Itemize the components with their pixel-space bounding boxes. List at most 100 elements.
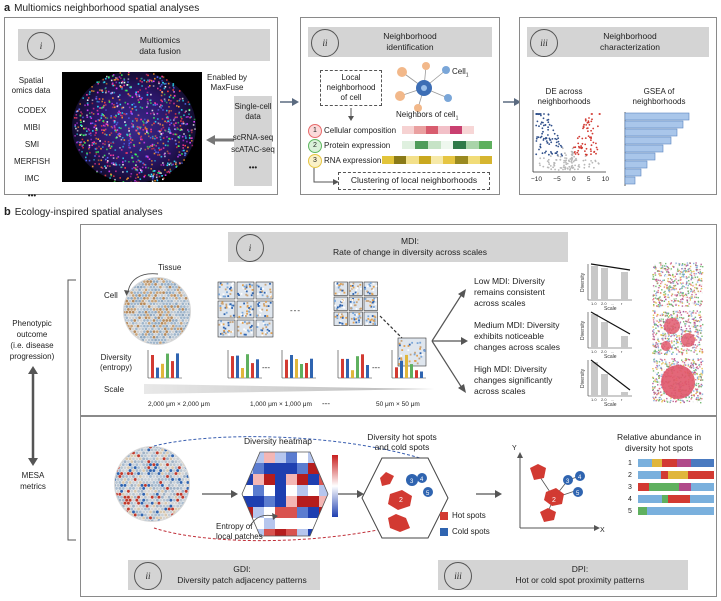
heatmap-cell (308, 485, 319, 496)
volcano-point (573, 155, 575, 158)
fluorescence-cell (112, 84, 114, 87)
numeral-a-ii: ii (311, 29, 339, 57)
texture-cell (668, 296, 670, 299)
tissue-cell (110, 472, 113, 475)
fluorescence-cell (164, 169, 166, 171)
texture-cell (659, 285, 662, 287)
tile-cell (261, 308, 264, 311)
texture-cell (699, 284, 701, 286)
texture-cell (678, 364, 680, 366)
tile-cell (352, 286, 355, 289)
fluorescence-cell (185, 116, 188, 118)
tissue-cell (184, 329, 188, 334)
fluorescence-cell (104, 174, 107, 177)
mini-tick: 1.0 (591, 397, 597, 402)
fluorescence-cell (119, 147, 121, 149)
fluorescence-cell (167, 162, 169, 165)
tile-cell (267, 305, 270, 307)
tile-cell (357, 285, 359, 288)
texture-cell (699, 314, 701, 316)
cell-neighborhood-illustration (395, 62, 452, 112)
texture-cell (677, 279, 680, 282)
fluorescence-cell (151, 177, 154, 180)
tile-cell (251, 284, 253, 287)
texture-cell (693, 367, 695, 369)
texture-cell (688, 268, 690, 270)
fluorescence-cell (170, 164, 173, 166)
volcano-point (542, 117, 545, 120)
texture-cell (685, 305, 687, 307)
texture-cell (653, 350, 655, 353)
tissue-cell (129, 489, 134, 494)
fluorescence-cell (190, 137, 192, 139)
tile-cell (400, 358, 403, 361)
texture-cell (688, 330, 690, 333)
tissue-cell (129, 453, 134, 458)
texture-cell (694, 337, 696, 339)
fluorescence-cell (175, 133, 178, 136)
fluorescence-cell (145, 128, 148, 130)
heatmap-cell (286, 496, 297, 507)
texture-cell (655, 351, 657, 353)
texture-cell (675, 315, 677, 318)
entropy-bar (166, 353, 169, 378)
texture-cell (667, 280, 669, 282)
tile-cell (357, 298, 360, 301)
texture-cell (659, 304, 661, 306)
tissue-cell (136, 453, 141, 458)
texture-cell (694, 275, 696, 277)
texture-cell (660, 367, 663, 370)
fluorescence-cell (84, 104, 86, 107)
tile-cell (258, 303, 261, 306)
mini-bar (621, 392, 628, 396)
texture-cell (688, 317, 691, 320)
volcano-point (535, 137, 538, 140)
texture-cell (701, 335, 703, 337)
tile-cell (231, 304, 233, 307)
fluorescence-cell (113, 116, 116, 118)
tissue-cell (124, 468, 129, 473)
fluorescence-cell (102, 124, 105, 127)
fluorescence-cell (131, 167, 134, 170)
tissue-cell (116, 448, 121, 452)
texture-cell (657, 338, 659, 340)
fluorescence-cell (97, 119, 100, 121)
heatmap-cell (297, 529, 308, 536)
texture-cell (691, 325, 693, 328)
tissue-cell (174, 341, 179, 344)
texture-cell (696, 310, 698, 312)
texture-cell (690, 289, 693, 291)
tile-cell (342, 300, 345, 302)
texture-cell (656, 351, 658, 353)
mini-bar (591, 362, 598, 396)
fluorescence-cell (102, 78, 104, 81)
fluorescence-cell (104, 104, 107, 106)
texture-cell (684, 296, 686, 298)
texture-cell (696, 270, 698, 272)
volcano-point (541, 152, 544, 155)
texture-cell (687, 297, 690, 299)
fluorescence-cell (91, 99, 94, 101)
texture-cell (655, 362, 657, 364)
texture-cell (653, 297, 655, 300)
fluorescence-cell (184, 152, 187, 155)
volcano-point (572, 166, 575, 169)
tissue-cell (182, 278, 187, 281)
mini-bar (621, 336, 628, 348)
fluorescence-cell (79, 114, 82, 117)
texture-cell (681, 287, 683, 290)
fluorescence-cell (79, 141, 81, 144)
volcano-point (568, 165, 571, 168)
texture-cell (682, 294, 684, 297)
texture-cell (680, 333, 683, 335)
fluorescence-cell (107, 160, 109, 162)
tissue-cell (110, 454, 113, 457)
tile-cell (260, 288, 262, 290)
tissue-cell (118, 516, 122, 520)
texture-cell (663, 321, 665, 323)
texture-cell (675, 270, 678, 272)
texture-cell (667, 335, 670, 337)
fluorescence-cell (166, 164, 169, 167)
fluorescence-cell (120, 149, 123, 151)
mini-ylabel: Diversity (580, 368, 586, 388)
